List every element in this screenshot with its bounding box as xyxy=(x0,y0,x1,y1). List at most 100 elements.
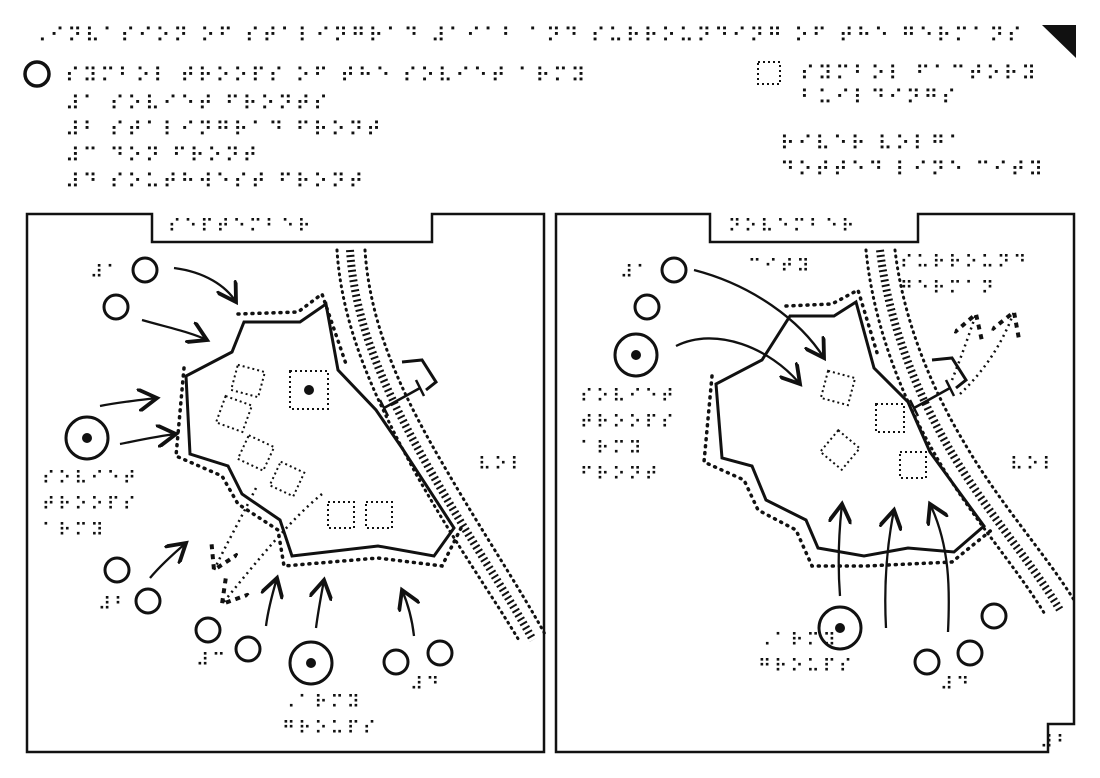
building-symbol-icon xyxy=(757,61,781,85)
label-city: ⠉⠊⠞⠽ xyxy=(748,256,813,277)
soviet-army-icon xyxy=(817,605,863,651)
page-number: ⠼⠃ xyxy=(1040,732,1072,753)
label-army-groups-1: ⠠⠁⠗⠍⠽ xyxy=(758,630,839,651)
city-outline-north xyxy=(401,358,438,392)
label-soviet-troops-4: ⠋⠗⠕⠝⠞ xyxy=(580,464,661,485)
panel-frame xyxy=(25,212,546,754)
soviet-unit-icon xyxy=(194,616,222,644)
soviet-army-icon xyxy=(64,415,110,461)
label-soviet-troops-3: ⠁⠗⠍⠽ xyxy=(580,438,645,459)
building-icon xyxy=(819,369,857,407)
attack-arrow xyxy=(839,504,842,597)
army-dot xyxy=(306,658,316,668)
label-front-4: ⠼⠙ xyxy=(410,674,442,695)
soviet-unit-icon xyxy=(633,293,661,321)
soviet-unit-icon xyxy=(980,602,1008,630)
map-title: ⠠⠊⠝⠧⠁⠎⠊⠕⠝ ⠕⠋ ⠎⠞⠁⠇⠊⠝⠛⠗⠁⠙ ⠼⠁⠊⠁⠃ ⠁⠝⠙ ⠎⠥⠗⠗⠕⠥… xyxy=(32,23,1025,47)
building-icon xyxy=(214,394,254,434)
soviet-unit-icon xyxy=(660,256,688,284)
bridge xyxy=(378,379,426,417)
attack-arrow xyxy=(316,580,324,629)
attack-arrow xyxy=(141,318,207,340)
label-soviet-troops-1: ⠎⠕⠧⠊⠑⠞ xyxy=(42,468,139,489)
legend-front-4: ⠼⠙ ⠎⠕⠥⠞⠓⠺⠑⠎⠞ ⠋⠗⠕⠝⠞ xyxy=(65,169,366,193)
label-volga: ⠧⠕⠇ xyxy=(1010,454,1059,475)
label-soviet-troops-2: ⠞⠗⠕⠕⠏⠎ xyxy=(580,412,677,433)
building-icon xyxy=(875,403,905,433)
river-bank-right xyxy=(893,248,1076,602)
label-front-4: ⠼⠙ xyxy=(940,674,972,695)
city-outline-dotted xyxy=(702,287,996,568)
factory-dot xyxy=(304,385,314,395)
river-bank-left xyxy=(335,248,522,644)
buildings xyxy=(214,363,393,529)
soviet-unit-icon xyxy=(956,639,984,667)
label-front-3: ⠼⠉ xyxy=(196,650,228,671)
legend-city-note: ⠙⠕⠞⠞⠑⠙ ⠇⠊⠝⠑ ⠉⠊⠞⠽ xyxy=(780,157,1046,181)
army-dot xyxy=(631,350,641,360)
building-icon xyxy=(236,433,276,473)
german-withdrawal-arrow xyxy=(214,487,258,570)
building-icon xyxy=(268,460,306,498)
soviet-unit-icon xyxy=(134,587,162,615)
soviet-unit-icon xyxy=(102,293,130,321)
legend-unit-description: ⠎⠽⠍⠃⠕⠇ ⠞⠗⠕⠕⠏⠎ ⠕⠋ ⠞⠓⠑ ⠎⠕⠧⠊⠑⠞ ⠁⠗⠍⠽ xyxy=(65,63,588,87)
legend-front-2: ⠼⠃ ⠎⠞⠁⠇⠊⠝⠛⠗⠁⠙ ⠋⠗⠕⠝⠞ xyxy=(65,117,384,141)
label-surround-1: ⠎⠥⠗⠗⠕⠥⠝⠙ xyxy=(900,252,1029,273)
soviet-unit-symbol-icon xyxy=(23,60,51,88)
corner-mark-icon xyxy=(1042,25,1076,58)
soviet-army-icon xyxy=(288,640,334,686)
label-surround-2: ⠛⠑⠗⠍⠁⠝ xyxy=(900,278,997,299)
city-outline-dotted xyxy=(174,291,464,568)
soviet-unit-icon xyxy=(131,256,159,284)
german-withdrawal-arrow xyxy=(222,493,323,604)
panel-tab-label: ⠝⠕⠧⠑⠍⠃⠑⠗ xyxy=(728,216,857,237)
city-outline-north xyxy=(931,356,968,390)
label-army-groups-2: ⠛⠗⠕⠥⠏⠎ xyxy=(758,656,855,677)
river-bank-left xyxy=(864,248,1048,618)
legend-building-description: ⠎⠽⠍⠃⠕⠇ ⠋⠁⠉⠞⠕⠗⠽ xyxy=(800,61,1039,85)
attack-arrow xyxy=(173,266,236,302)
attack-arrow xyxy=(149,543,186,579)
soviet-unit-icon xyxy=(426,639,454,667)
building-icon xyxy=(327,501,355,529)
building-icon xyxy=(818,428,862,472)
legend-front-1: ⠼⠁ ⠎⠕⠧⠊⠑⠞ ⠋⠗⠕⠝⠞⠎ xyxy=(65,91,331,115)
building-icon xyxy=(229,363,267,399)
attack-arrow xyxy=(675,337,800,384)
panel-frame xyxy=(554,212,1076,754)
panel-september: ⠎⠑⠏⠞⠑⠍⠃⠑⠗ xyxy=(25,212,548,754)
german-breakout-arrow xyxy=(952,314,976,381)
city-outline xyxy=(714,299,987,558)
german-breakout-arrow xyxy=(959,312,1014,395)
river-bank-right xyxy=(363,248,548,638)
soviet-unit-icon xyxy=(103,556,131,584)
label-volga: ⠧⠕⠇ xyxy=(478,454,527,475)
soviet-unit-icon xyxy=(913,648,941,676)
railway-line xyxy=(346,249,537,642)
label-soviet-troops-3: ⠁⠗⠍⠽ xyxy=(42,520,107,541)
label-front-1: ⠼⠁ xyxy=(620,262,652,283)
legend-front-3: ⠼⠉ ⠙⠕⠝ ⠋⠗⠕⠝⠞ xyxy=(65,143,260,167)
factory-icon xyxy=(289,370,329,410)
army-dot xyxy=(82,433,92,443)
legend-river-note: ⠗⠊⠧⠑⠗ ⠧⠕⠇⠛⠁ xyxy=(780,131,966,155)
bridge xyxy=(908,379,956,417)
label-front-1: ⠼⠁ xyxy=(90,262,122,283)
soviet-unit-icon xyxy=(234,635,262,663)
buildings xyxy=(818,369,927,479)
label-army-groups-1: ⠠⠁⠗⠍⠽ xyxy=(282,692,363,713)
railway-line xyxy=(876,249,1064,613)
soviet-unit-icon xyxy=(382,648,410,676)
soviet-army-icon xyxy=(613,332,659,378)
label-army-groups-2: ⠛⠗⠕⠥⠏⠎ xyxy=(282,718,379,739)
attack-arrow xyxy=(119,434,176,444)
legend-building-line2: ⠃⠥⠊⠇⠙⠊⠝⠛⠎ xyxy=(800,85,959,109)
attack-arrow xyxy=(930,504,950,633)
panel-tab-label: ⠎⠑⠏⠞⠑⠍⠃⠑⠗ xyxy=(168,216,314,237)
army-dot xyxy=(835,623,845,633)
city-outline xyxy=(184,301,456,558)
label-soviet-troops-2: ⠞⠗⠕⠕⠏⠎ xyxy=(42,494,139,515)
label-front-2: ⠼⠃ xyxy=(98,594,130,615)
